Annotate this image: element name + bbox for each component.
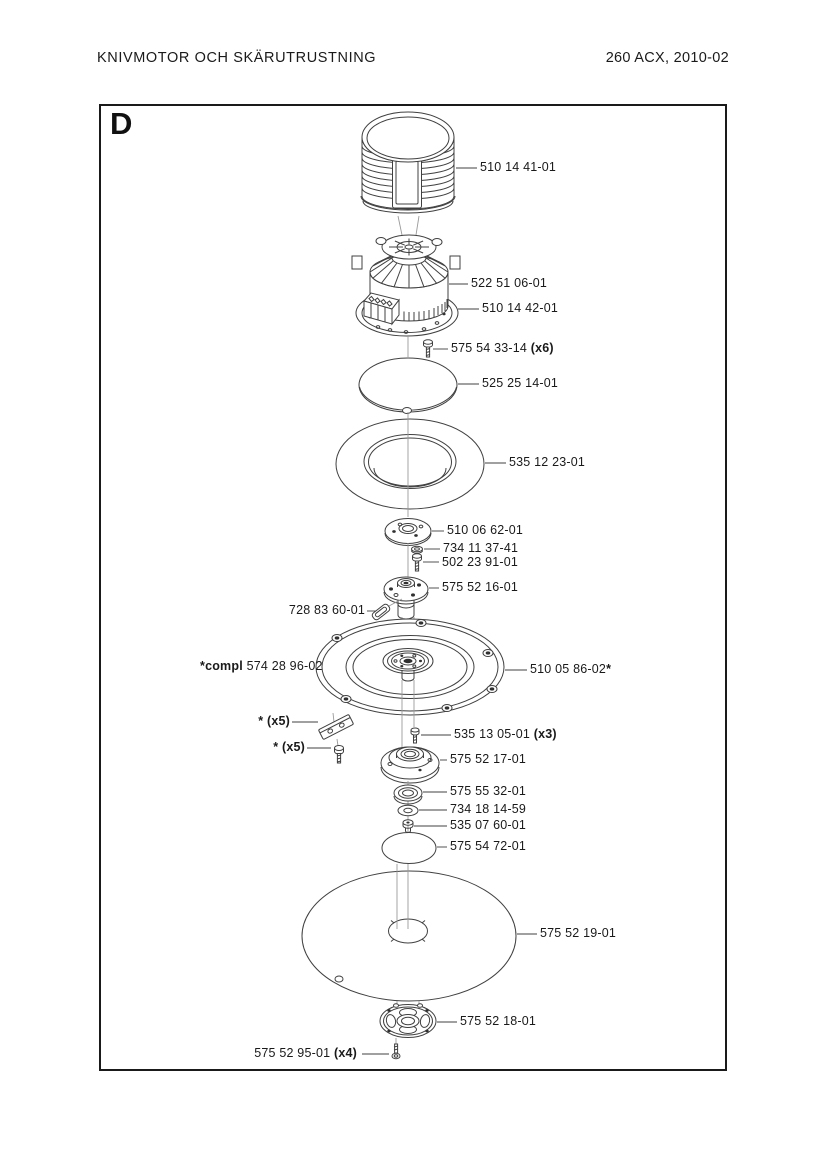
part-label-screw-x6: 575 54 33-14 (x6) (451, 341, 554, 356)
washer-lower-drawing (397, 804, 419, 817)
plug-drawing (402, 819, 414, 833)
part-label-disc-assembly: 510 05 86-02* (530, 662, 612, 677)
part-prefix: * (258, 714, 264, 728)
leader-lines (292, 167, 537, 1055)
disc-assembly-drawing (315, 618, 505, 716)
part-number: 575 52 19-01 (540, 926, 617, 940)
part-number: 535 07 60-01 (450, 818, 527, 832)
part-number: 728 83 60-01 (288, 603, 365, 617)
part-prefix: *compl (200, 659, 243, 673)
screw-x6-drawing (423, 339, 433, 358)
part-label-flange: 575 52 16-01 (442, 580, 519, 595)
part-label-bearing: 575 55 32-01 (450, 784, 527, 799)
screw-center-drawing (412, 553, 422, 572)
blade-drawing (318, 714, 354, 740)
part-label-screw-center: 502 23 91-01 (442, 555, 519, 570)
part-number: 535 12 23-01 (509, 455, 586, 469)
part-number: 575 52 16-01 (442, 580, 519, 594)
part-label-membrane: 525 25 14-01 (482, 376, 559, 391)
part-qty: (x5) (266, 714, 290, 728)
part-label-washer-lower: 734 18 14-59 (450, 802, 527, 817)
part-number: 575 52 17-01 (450, 752, 527, 766)
motor-drawing (351, 234, 461, 326)
part-label-screw-x4: 575 52 95-01 (x4) (254, 1046, 357, 1061)
part-label-washer-upper: 734 11 37-41 (443, 541, 519, 556)
part-number: 734 18 14-59 (450, 802, 527, 816)
part-prefix: * (273, 740, 279, 754)
ring-drawing (335, 418, 485, 510)
part-label-compl: *compl 574 28 96-02 (200, 659, 323, 674)
terminal-block (363, 292, 400, 326)
part-number: 575 52 18-01 (460, 1014, 537, 1028)
hub-disc-drawing (384, 518, 432, 546)
part-number: 575 54 72-01 (450, 839, 527, 853)
support-wheel-drawing (379, 1003, 437, 1038)
cover-drawing (360, 111, 456, 214)
section-letter: D (110, 106, 133, 141)
screw-x3-drawing (410, 727, 420, 744)
part-number: 502 23 91-01 (442, 555, 519, 569)
part-number: 575 54 33-14 (451, 341, 528, 355)
model-and-date: 260 ACX, 2010-02 (605, 50, 729, 66)
part-label-support-disc: 575 54 72-01 (450, 839, 527, 854)
part-label-motor-plate: 510 14 42-01 (482, 301, 559, 316)
part-label-motor: 522 51 06-01 (471, 276, 548, 291)
key-drawing (371, 598, 403, 621)
part-label-ring: 535 12 23-01 (509, 455, 586, 470)
part-label-hub-disc: 510 06 62-01 (447, 523, 524, 538)
part-qty: (x3) (533, 727, 557, 741)
part-label-cover: 510 14 41-01 (480, 160, 557, 175)
support-disc-drawing (381, 832, 437, 864)
screw-x4-drawing (391, 1043, 401, 1060)
part-number: 734 11 37-41 (443, 541, 519, 555)
part-label-key: 728 83 60-01 (288, 603, 365, 618)
part-label-blade: * (x5) (258, 714, 290, 729)
part-number: 525 25 14-01 (482, 376, 559, 390)
part-label-screw-x3: 535 13 05-01 (x3) (454, 727, 557, 742)
part-qty: (x5) (281, 740, 305, 754)
bearing-drawing (393, 784, 423, 805)
part-number: 575 55 32-01 (450, 784, 527, 798)
part-label-support-wheel: 575 52 18-01 (460, 1014, 537, 1029)
part-number: 510 05 86-02 (530, 662, 607, 676)
rim-bolts (331, 619, 498, 712)
part-number: 535 13 05-01 (454, 727, 531, 741)
page-title: KNIVMOTOR OCH SKÄRUTRUSTNING (97, 50, 377, 66)
part-number: 522 51 06-01 (471, 276, 548, 290)
part-number: 510 06 62-01 (447, 523, 524, 537)
blade-screw-drawing (334, 745, 344, 764)
part-qty: (x6) (530, 341, 554, 355)
part-number: 574 28 96-02 (246, 659, 323, 673)
flange-drawing (383, 576, 429, 620)
fan-icon (375, 234, 443, 260)
part-number: 510 14 41-01 (480, 160, 557, 174)
washer-upper-drawing (411, 545, 423, 554)
membrane-drawing (358, 357, 458, 414)
part-label-blade-disc: 575 52 19-01 (540, 926, 617, 941)
part-label-bearing-hub: 575 52 17-01 (450, 752, 527, 767)
bearing-hub-drawing (380, 746, 440, 784)
part-number: 575 52 95-01 (254, 1046, 331, 1060)
part-label-blade-screw: * (x5) (273, 740, 305, 755)
part-qty: (x4) (333, 1046, 357, 1060)
part-label-plug: 535 07 60-01 (450, 818, 527, 833)
part-suffix: * (606, 662, 612, 676)
blade-disc-drawing (301, 870, 517, 1002)
part-number: 510 14 42-01 (482, 301, 559, 315)
